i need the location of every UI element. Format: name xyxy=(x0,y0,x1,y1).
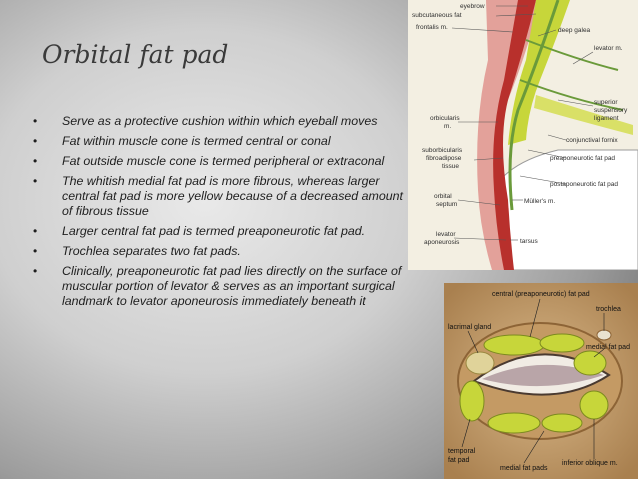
skin-tissue-band xyxy=(477,0,540,270)
label-orbital-septum: septum xyxy=(436,201,457,208)
fat-pad-band xyxy=(508,0,570,145)
lacrimal-gland xyxy=(465,351,495,375)
label-superior-suspensory: superior xyxy=(594,99,618,106)
label-temporal-fat-pad: fat pad xyxy=(448,457,470,464)
bullet-item: Fat within muscle cone is termed central… xyxy=(33,134,405,149)
label-orbicularis: orbicularis xyxy=(430,115,460,122)
label-eyebrow: eyebrow xyxy=(460,3,485,10)
label-suborbicularis: tissue xyxy=(442,163,459,170)
label-central-fat-pad: central (preaponeurotic) fat pad xyxy=(492,291,590,298)
label-conjunctival-fornix: conjunctival fornix xyxy=(566,137,618,144)
bullet-item: Trochlea separates two fat pads. xyxy=(33,244,405,259)
lower-fat-pad xyxy=(541,413,583,433)
leader-lines xyxy=(461,298,605,464)
temporal-fat-pad xyxy=(459,380,485,422)
label-trochlea: trochlea xyxy=(596,306,621,313)
label-tarsus: tarsus xyxy=(520,238,538,245)
levator-strand xyxy=(525,39,619,71)
label-mullers-m: Müller's m. xyxy=(524,198,555,205)
label-superior-suspensory: ligament xyxy=(594,115,619,122)
bullet-item: Larger central fat pad is termed preapon… xyxy=(33,224,405,239)
label-orbicularis: m. xyxy=(444,123,451,130)
label-inferior-oblique: inferior oblique m. xyxy=(562,460,618,467)
central-fat-pad xyxy=(483,334,545,356)
label-frontalis: frontalis m. xyxy=(416,24,448,31)
lower-fat-pad xyxy=(487,412,541,434)
label-orbital-septum: orbital xyxy=(434,193,452,200)
eyelid-cross-section-figure: eyebrow subcutaneous fat frontalis m. de… xyxy=(408,0,638,270)
eyelid-shading xyxy=(482,364,604,387)
label-temporal-fat-pad: temporal xyxy=(448,448,476,455)
bullet-item: The whitish medial fat pad is more fibro… xyxy=(33,174,405,219)
label-medial-fat-pads: medial fat pads xyxy=(500,465,548,472)
bullet-item: Clinically, preaponeurotic fat pad lies … xyxy=(33,264,405,309)
septum-strand xyxy=(508,0,560,211)
label-superior-suspensory: suspensory xyxy=(594,107,628,114)
orbital-fat-pads-figure: central (preaponeurotic) fat pad trochle… xyxy=(444,283,638,479)
label-postaponeurotic-fat-pad: postaponeurotic fat pad xyxy=(550,181,618,188)
orbicularis-muscle-band xyxy=(493,0,536,270)
medial-fat-pad-lower xyxy=(579,390,609,420)
central-fat-pad-lobe xyxy=(539,333,585,353)
label-suborbicularis: fibroadipose xyxy=(426,155,462,162)
label-levator: levator m. xyxy=(594,45,623,52)
label-levator-aponeurosis: aponeurosis xyxy=(424,239,460,246)
label-subcutaneous-fat: subcutaneous fat xyxy=(412,12,462,19)
label-suborbicularis: suborbicularis xyxy=(422,147,463,154)
label-levator-aponeurosis: levator xyxy=(436,231,456,238)
label-medial-fat-pad: medial fat pad xyxy=(586,344,630,351)
suspensory-strand xyxy=(519,79,624,111)
medial-fat-pad xyxy=(573,350,607,376)
bullet-list: Serve as a protective cushion within whi… xyxy=(33,114,405,314)
trochlea xyxy=(596,329,612,341)
label-deep-galea: deep galea xyxy=(558,27,591,34)
label-lacrimal-gland: lacrimal gland xyxy=(448,324,491,331)
leader-lines xyxy=(451,5,594,241)
bullet-item: Fat outside muscle cone is termed periph… xyxy=(33,154,405,169)
label-preaponeurotic-fat-pad: preaponeurotic fat pad xyxy=(550,155,615,162)
preaponeurotic-fat-strip xyxy=(534,95,633,135)
slide-title: Orbital fat pad xyxy=(42,40,229,69)
bullet-item: Serve as a protective cushion within whi… xyxy=(33,114,405,129)
